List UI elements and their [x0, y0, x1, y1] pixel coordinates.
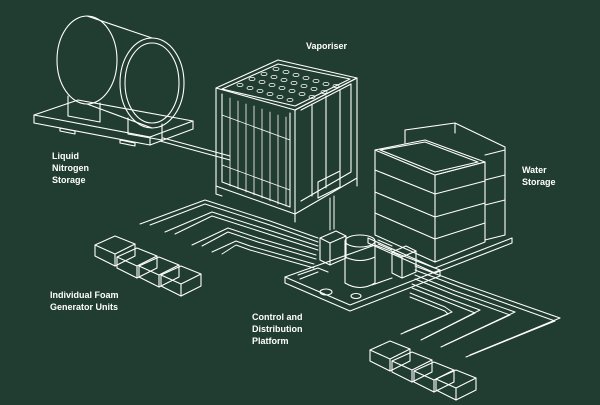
- foam-unit: [116, 247, 158, 279]
- label-line: Storage: [522, 177, 556, 187]
- pipework: [139, 195, 561, 358]
- label-line: Control and: [252, 312, 303, 322]
- nitrogen-tank: [33, 15, 231, 161]
- label-control-platform: Control and Distribution Platform: [252, 311, 303, 347]
- vaporiser-unit: [215, 59, 358, 223]
- foam-unit: [391, 351, 433, 383]
- foam-generators-left: [94, 235, 202, 297]
- platform-tank: [344, 234, 376, 289]
- foam-generators-right: [369, 340, 477, 401]
- label-line: Water: [522, 165, 547, 175]
- label-line: Storage: [52, 175, 86, 185]
- foam-unit: [138, 256, 180, 288]
- label-line: Platform: [252, 336, 289, 346]
- label-foam-generators: Individual Foam Generator Units: [50, 289, 119, 313]
- label-line: Nitrogen: [52, 163, 89, 173]
- label-line: Generator Units: [50, 302, 119, 312]
- nitrogen-tank-cylinder: [56, 15, 185, 141]
- control-platform: [284, 230, 441, 312]
- vaporiser-fins: [236, 67, 340, 103]
- foam-unit: [160, 265, 202, 297]
- label-line: Liquid: [52, 151, 79, 161]
- foam-unit: [94, 235, 136, 267]
- foam-unit: [413, 361, 455, 393]
- label-line: Distribution: [252, 324, 303, 334]
- nitrogen-feed-pipe: [159, 137, 231, 161]
- vaporiser-tubes: [221, 97, 291, 207]
- label-water-storage: Water Storage: [522, 164, 556, 188]
- label-line: Vaporiser: [306, 41, 348, 51]
- label-vaporiser: Vaporiser: [306, 40, 347, 52]
- label-nitrogen-storage: Liquid Nitrogen Storage: [52, 150, 89, 186]
- foam-unit: [435, 369, 477, 401]
- nitrogen-tank-skid: [33, 99, 194, 147]
- label-line: Individual Foam: [50, 290, 119, 300]
